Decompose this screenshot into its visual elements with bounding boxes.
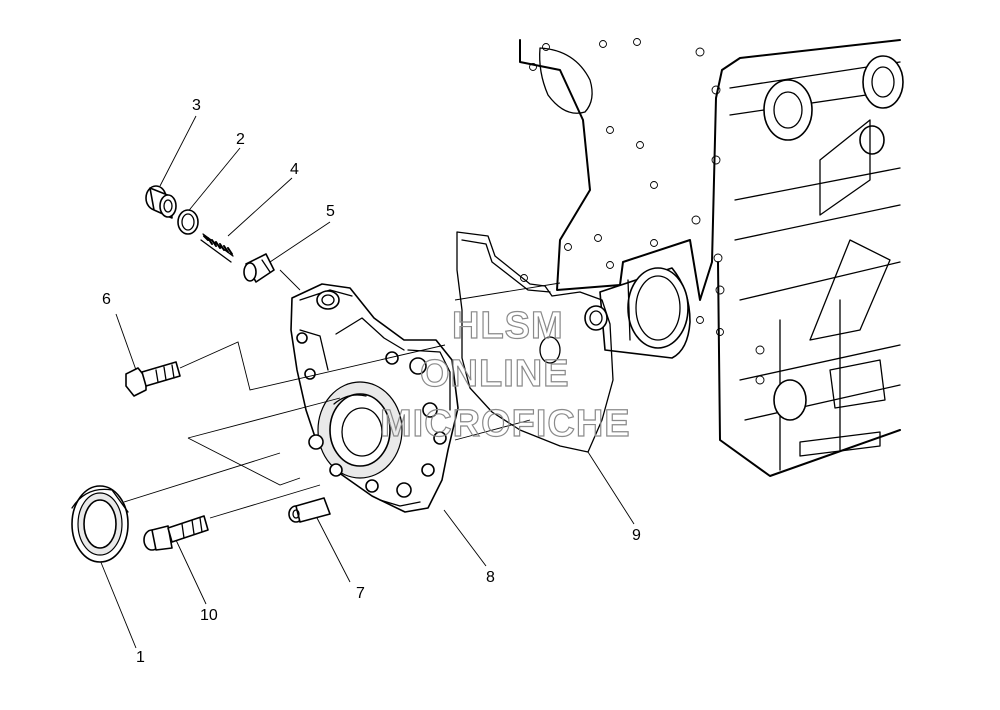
callout-10: 10 [200,607,218,624]
leader-lines [99,115,635,649]
callout-2: 2 [236,131,245,148]
plug-part-3 [145,185,177,219]
callout-7: 7 [356,585,365,602]
callout-9: 9 [632,527,641,544]
callout-8: 8 [486,569,495,586]
oil-pump-body-part-8 [290,283,459,513]
seal-part-1 [71,485,129,563]
watermark-line-1: HLSM [452,305,564,347]
callout-3: 3 [192,97,201,114]
callout-5: 5 [326,203,335,220]
bolt-part-7 [288,497,331,523]
callout-1: 1 [136,649,145,666]
callout-6: 6 [102,291,111,308]
watermark-line-2: ONLINE [420,353,570,395]
bolt-part-10 [143,515,209,551]
engine-block [519,38,904,477]
watermark: HLSM ONLINE MICROFICHE [379,304,631,445]
plunger-part-5 [243,253,275,283]
ring-part-2 [177,209,199,235]
spring-part-4 [200,233,234,263]
watermark-line-3: MICROFICHE [380,403,631,445]
callout-4: 4 [290,161,299,178]
gasket-part-9 [456,231,614,453]
bolt-part-6 [125,361,181,397]
